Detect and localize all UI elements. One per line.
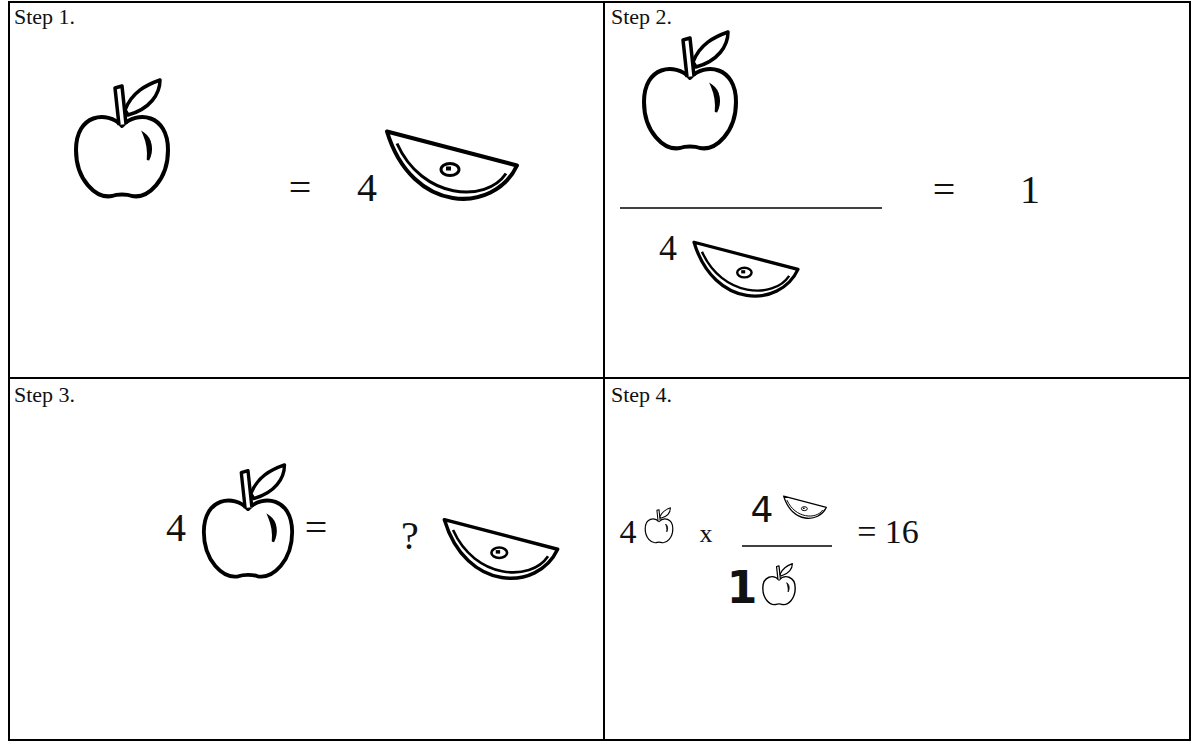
step-panel: Step 2. 4 = 1 (603, 1, 1191, 379)
step-heading: Step 4. (611, 384, 672, 406)
fraction-line (620, 207, 882, 209)
step-heading: Step 1. (14, 6, 75, 28)
step-panel: Step 4. 4 x 4 1 = 16 (603, 377, 1191, 741)
step-panel: Step 1. = 4 (8, 1, 605, 379)
apple-slice (694, 242, 798, 296)
quantity-number: 4 (166, 508, 186, 548)
quantity-number: 4 (357, 168, 377, 208)
unknown-mark: ? (401, 516, 419, 556)
apple (763, 564, 795, 605)
quantity-number: 4 (620, 515, 637, 549)
result-number: 1 (1020, 170, 1040, 210)
apple-slice (784, 496, 827, 518)
apple (645, 508, 673, 543)
result-text: = 16 (857, 515, 919, 549)
denominator-number: 1 (727, 566, 758, 610)
equals-sign: = (289, 168, 312, 208)
step-heading: Step 3. (14, 384, 75, 406)
step-heading: Step 2. (611, 6, 672, 28)
times-sign: x (700, 521, 713, 547)
apple-slice (444, 520, 557, 579)
apple-slice (387, 132, 517, 199)
numerator-number: 4 (751, 492, 774, 528)
apple (644, 32, 736, 148)
equals-sign: = (305, 508, 328, 548)
apple (204, 465, 292, 577)
fraction-line (742, 545, 832, 547)
apple (76, 80, 168, 196)
equals-sign: = (933, 170, 956, 210)
quantity-number: 4 (659, 230, 677, 266)
step-panel: Step 3. 4 =? (8, 377, 605, 741)
